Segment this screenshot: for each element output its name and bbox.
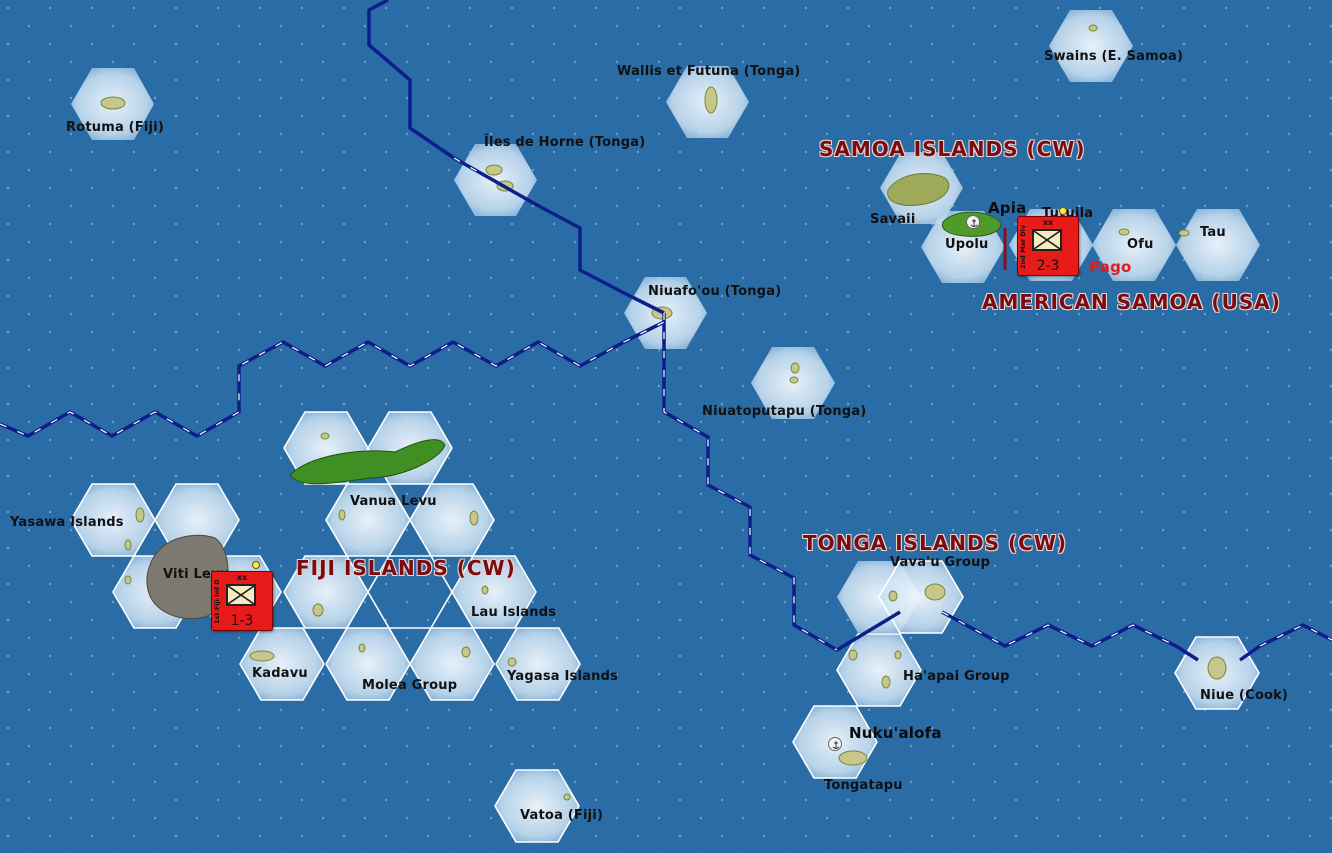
wallis-island	[704, 86, 718, 114]
label-upolu: Upolu	[945, 237, 989, 252]
unit-size: xx	[1042, 218, 1054, 227]
unit-counter-fiji[interactable]: xx 1st Fiji Inf Div 1-3	[211, 571, 273, 631]
label-molea: Molea Group	[362, 678, 458, 693]
label-haapai: Ha'apai Group	[903, 669, 1010, 684]
label-tongatapu: Tongatapu	[824, 778, 903, 793]
label-tau: Tau	[1200, 225, 1226, 240]
label-yasawa: Yasawa Islands	[10, 515, 124, 530]
hex-tau	[1176, 209, 1260, 281]
label-lau: Lau Islands	[471, 605, 557, 620]
region-samoa: SAMOA ISLANDS (CW)	[819, 137, 1086, 161]
label-savaii: Savaii	[870, 212, 916, 227]
label-ofu: Ofu	[1127, 237, 1154, 252]
objective-star-icon	[1059, 207, 1067, 215]
label-nukualofa: Nuku'alofa	[849, 724, 942, 742]
infantry-symbol-icon	[1032, 229, 1062, 251]
rotuma-island	[100, 96, 126, 110]
region-fiji: FIJI ISLANDS (CW)	[296, 556, 516, 580]
unit-strength: 2-3	[1036, 258, 1060, 274]
political-borders	[0, 0, 1332, 662]
label-pago: Pago	[1089, 258, 1132, 276]
unit-size: xx	[236, 573, 248, 582]
label-rotuma: Rotuma (Fiji)	[66, 120, 164, 135]
label-yagasa: Yagasa Islands	[507, 669, 619, 684]
infantry-symbol-icon	[226, 584, 256, 606]
label-niue: Niue (Cook)	[1200, 688, 1289, 703]
label-apia: Apia	[988, 199, 1027, 217]
hex-swains	[1049, 10, 1133, 82]
hex-vatoa	[495, 770, 579, 842]
port-anchor-icon[interactable]	[828, 737, 842, 751]
label-niuafoou: Niuafo'ou (Tonga)	[648, 284, 782, 299]
label-vavau: Vava'u Group	[890, 555, 991, 570]
label-kadavu: Kadavu	[252, 666, 308, 681]
objective-star-icon	[252, 561, 260, 569]
label-vanua-levu: Vanua Levu	[350, 494, 437, 509]
unit-counter-samoa[interactable]: xx 2nd Mar Div 2-3	[1017, 216, 1079, 276]
tonga-hexes-outline	[494, 560, 1260, 843]
hex-ofu	[1092, 209, 1176, 281]
region-american-samoa: AMERICAN SAMOA (USA)	[982, 290, 1281, 314]
port-anchor-icon[interactable]	[966, 215, 980, 229]
hex-vavau-2	[879, 561, 963, 633]
label-vatoa: Vatoa (Fiji)	[520, 808, 604, 823]
vanua-levu-island	[289, 439, 446, 485]
unit-strength: 1-3	[230, 613, 254, 629]
label-niuatoputapu: Niuatoputapu (Tonga)	[702, 404, 867, 419]
region-tonga: TONGA ISLANDS (CW)	[803, 531, 1068, 555]
label-horne: Îles de Horne (Tonga)	[484, 135, 646, 150]
label-wallis: Wallis et Futuna (Tonga)	[617, 64, 801, 79]
savaii-island	[887, 173, 950, 206]
label-swains: Swains (E. Samoa)	[1044, 49, 1184, 64]
